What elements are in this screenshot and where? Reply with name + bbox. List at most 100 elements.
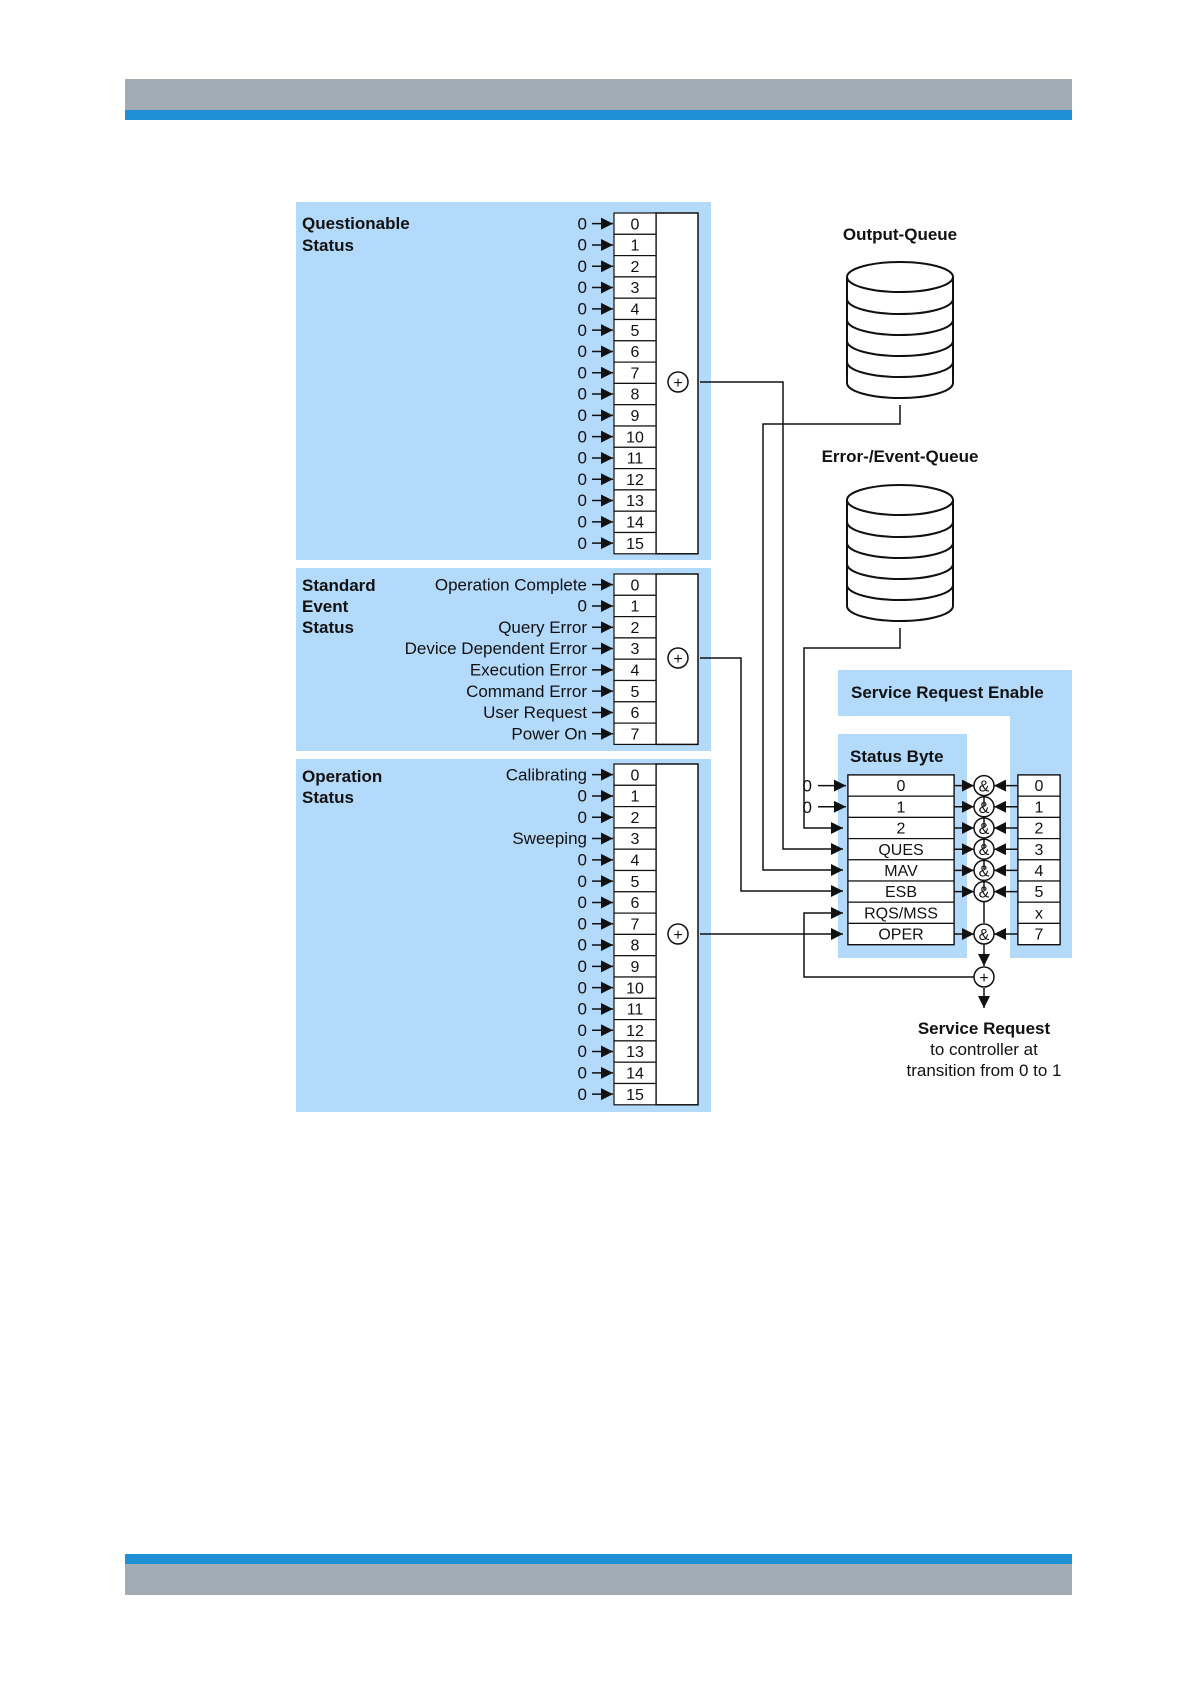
standard-event-bit-label: 2 <box>631 620 640 637</box>
operation-bit-label: 14 <box>626 1066 644 1083</box>
questionable-bit-label: 12 <box>626 472 644 489</box>
and-gate-label: & <box>979 800 990 817</box>
operation-input-label: 0 <box>578 787 587 806</box>
standard-event-title-line1: Standard <box>302 576 376 595</box>
standard-event-input-label: Query Error <box>498 618 587 637</box>
operation-input-label: 0 <box>578 1042 587 1061</box>
questionable-input-label: 0 <box>578 236 587 255</box>
and-gate-symbol <box>973 774 995 797</box>
svg-text:+: + <box>673 651 682 668</box>
service-request-enable-panel <box>838 670 1072 716</box>
questionable-input-label: 0 <box>578 321 587 340</box>
service-request-line3: transition from 0 to 1 <box>907 1061 1062 1080</box>
operation-bit-label: 9 <box>631 959 640 976</box>
questionable-bit-label: 0 <box>631 216 640 233</box>
standard-event-bit-label: 3 <box>631 641 640 658</box>
standard-event-input-label: 0 <box>578 597 587 616</box>
questionable-bit-label: 13 <box>626 493 644 510</box>
standard-event-input-label: Device Dependent Error <box>405 639 588 658</box>
standard-event-bit-label: 5 <box>631 684 640 701</box>
status-byte-bit-label: OPER <box>878 927 923 944</box>
operation-title-line1: Operation <box>302 767 382 786</box>
questionable-bit-label: 1 <box>631 238 640 255</box>
operation-input-label: Calibrating <box>506 765 587 784</box>
questionable-bit-label: 2 <box>631 259 640 276</box>
operation-input-label: 0 <box>578 851 587 870</box>
status-byte-bit-label: 0 <box>897 778 906 795</box>
output-queue-icon <box>846 261 954 399</box>
questionable-bit-label: 14 <box>626 515 644 532</box>
operation-or-symbol: + <box>667 923 689 945</box>
questionable-input-label: 0 <box>578 385 587 404</box>
operation-input-label: 0 <box>578 808 587 827</box>
service-request-title: Service Request <box>918 1019 1051 1038</box>
operation-bit-label: 3 <box>631 831 640 848</box>
operation-input-label: 0 <box>578 914 587 933</box>
status-byte-bit-label: ESB <box>885 884 917 901</box>
operation-bit-label: 12 <box>626 1023 644 1040</box>
operation-bit-label: 15 <box>626 1087 644 1104</box>
operation-input-label: 0 <box>578 893 587 912</box>
standard-event-bit-label: 6 <box>631 705 640 722</box>
and-gate-label: & <box>979 821 990 838</box>
operation-bit-label: 2 <box>631 810 640 827</box>
questionable-bit-label: 11 <box>627 451 644 468</box>
questionable-input-label: 0 <box>578 534 587 553</box>
enable-bit-label: 1 <box>1035 799 1044 816</box>
standard-event-input-label: Command Error <box>466 682 587 701</box>
operation-input-label: 0 <box>578 1000 587 1019</box>
svg-text:+: + <box>979 970 988 987</box>
operation-input-label: 0 <box>578 1085 587 1104</box>
standard-event-or-symbol: + <box>667 647 689 669</box>
operation-input-label: 0 <box>578 1021 587 1040</box>
connection-lines <box>700 381 990 1008</box>
operation-bit-label: 4 <box>631 853 640 870</box>
operation-title-line2: Status <box>302 788 354 807</box>
and-gate-label: & <box>979 779 990 796</box>
status-byte-bit-label: QUES <box>878 842 923 859</box>
status-byte-bit-label: MAV <box>884 863 918 880</box>
service-request-enable-title: Service Request Enable <box>851 683 1044 702</box>
status-byte-input-label: 0 <box>803 777 812 796</box>
operation-input-label: 0 <box>578 957 587 976</box>
standard-event-bit-cell <box>613 722 657 745</box>
error-event-queue-label: Error-/Event-Queue <box>822 447 979 466</box>
questionable-bit-label: 4 <box>631 302 640 319</box>
and-gate-label: & <box>979 927 990 944</box>
enable-bit-label: x <box>1035 905 1043 922</box>
footer-gray-band <box>125 1564 1072 1595</box>
operation-bit-label: 13 <box>626 1044 644 1061</box>
questionable-bit-label: 8 <box>631 387 640 404</box>
operation-bit-label: 8 <box>631 938 640 955</box>
questionable-bit-label: 3 <box>631 280 640 297</box>
operation-input-label: Sweeping <box>512 829 587 848</box>
enable-bit-label: 5 <box>1035 884 1044 901</box>
operation-input-label: 0 <box>578 1064 587 1083</box>
questionable-or-symbol: + <box>667 371 689 393</box>
standard-event-input-label: Execution Error <box>470 661 587 680</box>
standard-event-bit-label: 1 <box>631 599 640 616</box>
questionable-input-label: 0 <box>578 363 587 382</box>
status-byte-bit-label: 2 <box>897 821 906 838</box>
questionable-bit-label: 5 <box>631 323 640 340</box>
operation-bit-label: 0 <box>631 767 640 784</box>
questionable-input-label: 0 <box>578 214 587 233</box>
operation-input-label: 0 <box>578 872 587 891</box>
operation-bit-label: 11 <box>627 1002 644 1019</box>
questionable-input-label: 0 <box>578 406 587 425</box>
standard-event-title-line3: Status <box>302 618 354 637</box>
questionable-input-label: 0 <box>578 470 587 489</box>
status-byte-title: Status Byte <box>850 747 944 766</box>
operation-bit-label: 5 <box>631 874 640 891</box>
standard-event-input-label: Operation Complete <box>435 575 587 594</box>
operation-bit-label: 1 <box>631 789 640 806</box>
questionable-title-line2: Status <box>302 236 354 255</box>
status-byte-input-label: 0 <box>803 798 812 817</box>
questionable-bit-label: 15 <box>626 536 644 553</box>
status-byte-bit-label: 1 <box>897 799 906 816</box>
operation-input-label: 0 <box>578 978 587 997</box>
questionable-input-label: 0 <box>578 257 587 276</box>
footer-blue-band <box>125 1554 1072 1564</box>
questionable-bit-label: 9 <box>631 408 640 425</box>
